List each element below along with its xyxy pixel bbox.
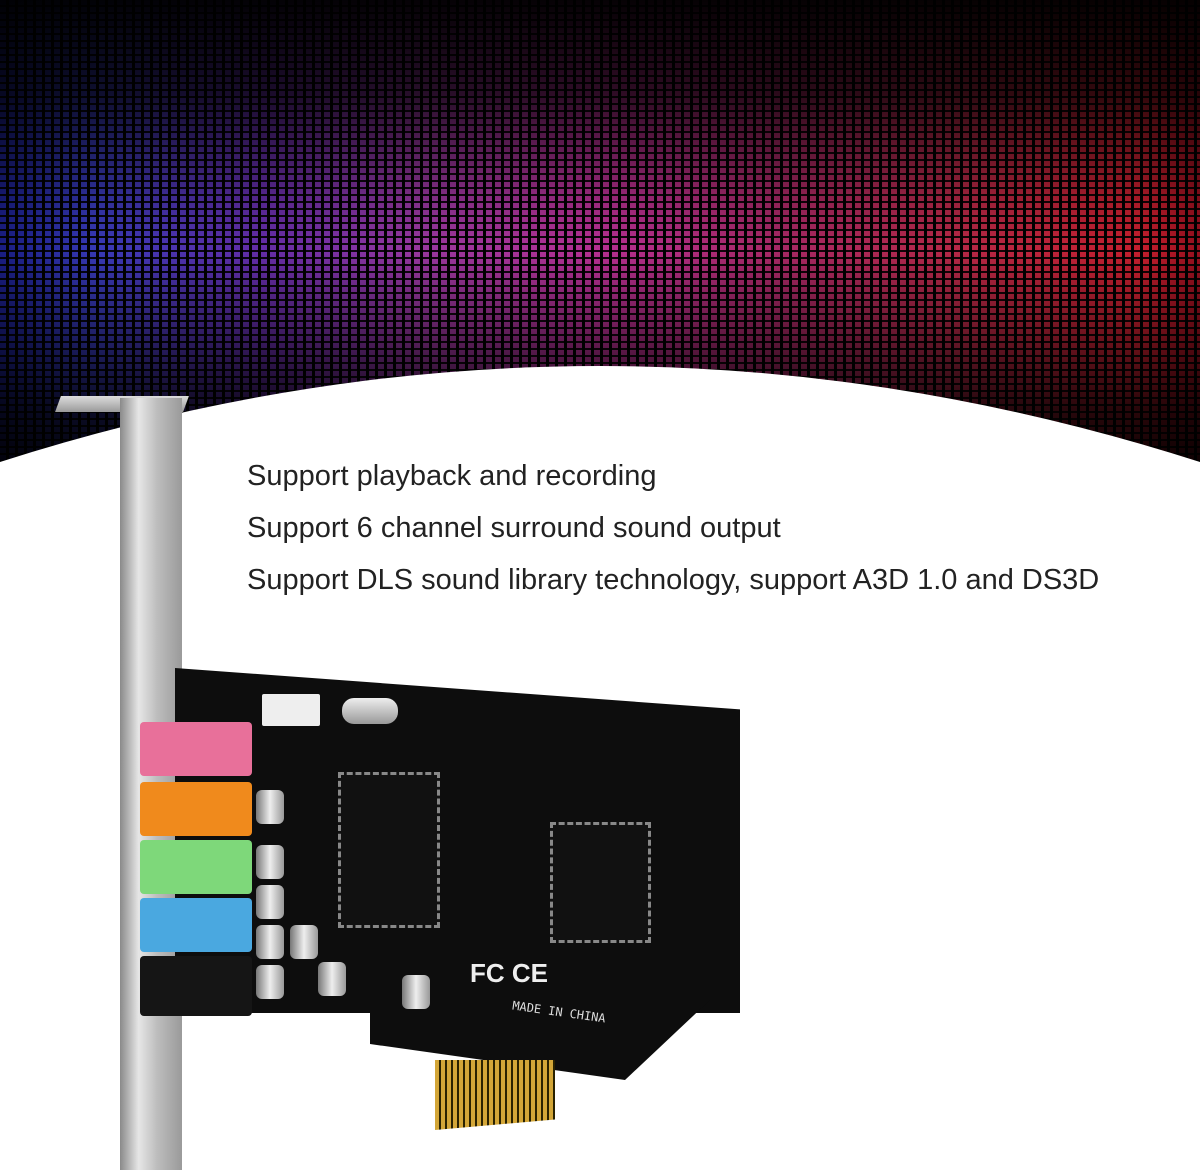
controller-chip <box>550 822 651 943</box>
feature-item: Support playback and recording <box>247 460 657 492</box>
feature-item: Support DLS sound library technology, su… <box>247 564 1100 596</box>
capacitor <box>256 885 284 919</box>
capacitor <box>402 975 430 1009</box>
audio-jack-green <box>140 840 252 894</box>
capacitor <box>256 925 284 959</box>
audio-jack-orange <box>140 782 252 836</box>
capacitor <box>318 962 346 996</box>
feature-list: Support playback and recording Support 6… <box>247 458 1099 614</box>
capacitor <box>256 965 284 999</box>
audio-jack-blue <box>140 898 252 952</box>
power-connector <box>262 694 320 726</box>
pcie-connector <box>435 1060 555 1130</box>
capacitor <box>290 925 318 959</box>
audio-jack-pink <box>140 722 252 776</box>
crystal-oscillator <box>342 698 398 724</box>
capacitor <box>256 845 284 879</box>
circuit-board <box>175 668 740 1013</box>
feature-item: Support 6 channel surround sound output <box>247 512 781 544</box>
audio-jack-black <box>140 956 252 1016</box>
certification-marking: FC CE <box>470 958 548 988</box>
capacitor <box>256 790 284 824</box>
audio-chip <box>338 772 440 928</box>
